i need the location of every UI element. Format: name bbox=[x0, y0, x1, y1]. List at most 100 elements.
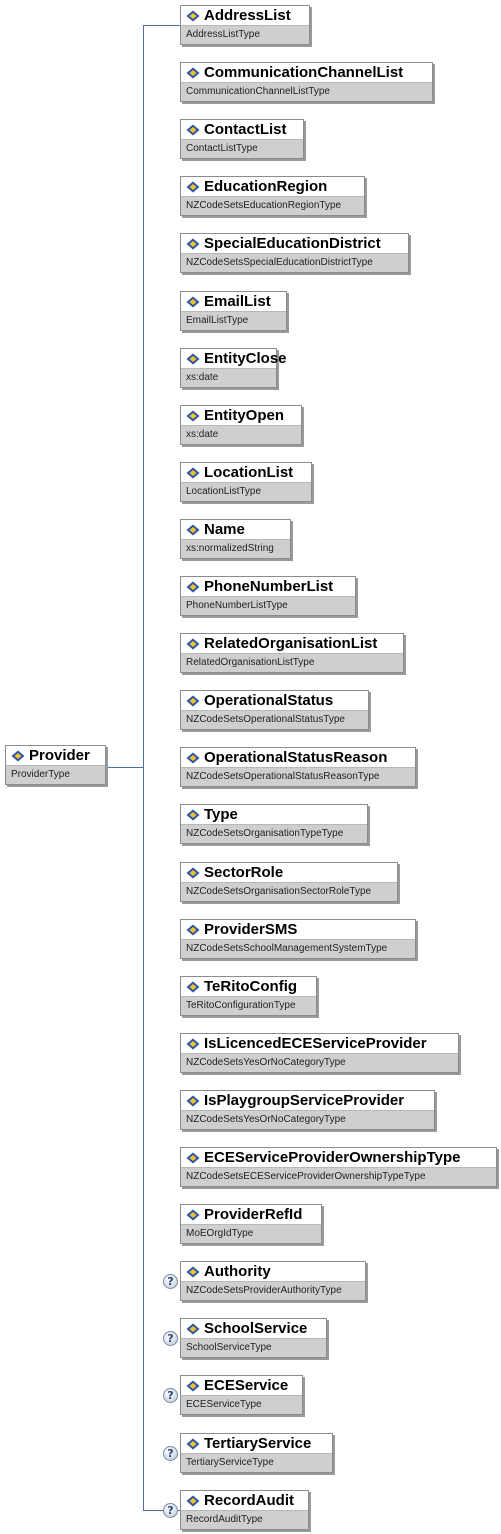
element-name: Name bbox=[204, 521, 245, 538]
element-type: TeRitoConfigurationType bbox=[181, 996, 316, 1015]
element-type: NZCodeSetsOperationalStatusType bbox=[181, 710, 368, 729]
element-name: SpecialEducationDistrict bbox=[204, 235, 381, 252]
element-type: RecordAuditType bbox=[181, 1510, 308, 1529]
element-header: CommunicationChannelList bbox=[181, 63, 432, 82]
element-icon bbox=[186, 1495, 200, 1506]
element-icon bbox=[186, 410, 200, 421]
element-icon bbox=[186, 124, 200, 135]
element-icon bbox=[186, 353, 200, 364]
root-element-provider[interactable]: Provider ProviderType bbox=[5, 745, 106, 785]
element-name: Authority bbox=[204, 1263, 271, 1280]
element-header: TeRitoConfig bbox=[181, 977, 316, 996]
element-name: EntityOpen bbox=[204, 407, 285, 424]
element-type: AddressListType bbox=[181, 25, 309, 44]
element-header: RelatedOrganisationList bbox=[181, 634, 403, 653]
element-icon bbox=[186, 524, 200, 535]
element-name: IsPlaygroupServiceProvider bbox=[204, 1092, 405, 1109]
element-type: EmailListType bbox=[181, 311, 286, 330]
optional-marker-icon: ? bbox=[163, 1503, 178, 1518]
element-type: MoEOrgIdType bbox=[181, 1224, 321, 1243]
element-type: PhoneNumberListType bbox=[181, 596, 355, 615]
element-icon bbox=[186, 1095, 200, 1106]
element-type: NZCodeSetsYesOrNoCategoryType bbox=[181, 1053, 458, 1072]
element-header: Name bbox=[181, 520, 290, 539]
element-name: EntityClose bbox=[204, 350, 287, 367]
element-header: ECEServiceProviderOwnershipType bbox=[181, 1148, 496, 1167]
element-header: SpecialEducationDistrict bbox=[181, 234, 408, 253]
element-type: LocationListType bbox=[181, 482, 311, 501]
element-header: Type bbox=[181, 805, 367, 824]
element-type: RelatedOrganisationListType bbox=[181, 653, 403, 672]
element-header: SchoolService bbox=[181, 1319, 326, 1338]
element-header: AddressList bbox=[181, 6, 309, 25]
element-header: RecordAudit bbox=[181, 1491, 308, 1510]
element-name: ECEService bbox=[204, 1377, 289, 1394]
element-type: NZCodeSetsOrganisationSectorRoleType bbox=[181, 882, 397, 901]
element-header: EntityClose bbox=[181, 349, 287, 368]
element-name: TeRitoConfig bbox=[204, 978, 298, 995]
element-name: LocationList bbox=[204, 464, 294, 481]
element-header: IsPlaygroupServiceProvider bbox=[181, 1091, 434, 1110]
element-icon bbox=[186, 752, 200, 763]
element-name: TertiaryService bbox=[204, 1435, 312, 1452]
element-type: ECEServiceType bbox=[181, 1395, 302, 1414]
element-header: ECEService bbox=[181, 1376, 302, 1395]
element-header: IsLicencedECEServiceProvider bbox=[181, 1034, 458, 1053]
root-element-header: Provider bbox=[6, 746, 105, 765]
element-name: OperationalStatus bbox=[204, 692, 334, 709]
root-element-name: Provider bbox=[29, 747, 90, 764]
element-name: EducationRegion bbox=[204, 178, 328, 195]
element-icon bbox=[186, 1438, 200, 1449]
element-type: NZCodeSetsYesOrNoCategoryType bbox=[181, 1110, 434, 1129]
element-icon bbox=[186, 981, 200, 992]
element-icon bbox=[186, 1152, 200, 1163]
element-icon bbox=[186, 181, 200, 192]
element-type: NZCodeSetsOperationalStatusReasonType bbox=[181, 767, 415, 786]
element-type: CommunicationChannelListType bbox=[181, 82, 432, 101]
element-icon bbox=[186, 1323, 200, 1334]
optional-marker-icon: ? bbox=[163, 1331, 178, 1346]
element-name: CommunicationChannelList bbox=[204, 64, 404, 81]
element-header: OperationalStatus bbox=[181, 691, 368, 710]
element-type: NZCodeSetsSpecialEducationDistrictType bbox=[181, 253, 408, 272]
element-type: xs:date bbox=[181, 425, 301, 444]
element-name: AddressList bbox=[204, 7, 291, 24]
optional-marker-icon: ? bbox=[163, 1388, 178, 1403]
element-name: ProviderRefId bbox=[204, 1206, 303, 1223]
element-header: OperationalStatusReason bbox=[181, 748, 415, 767]
element-name: PhoneNumberList bbox=[204, 578, 334, 595]
element-type: NZCodeSetsOrganisationTypeType bbox=[181, 824, 367, 843]
element-header: ContactList bbox=[181, 120, 303, 139]
root-element-type: ProviderType bbox=[6, 765, 105, 784]
element-icon bbox=[186, 695, 200, 706]
element-header: LocationList bbox=[181, 463, 311, 482]
element-icon bbox=[186, 1038, 200, 1049]
